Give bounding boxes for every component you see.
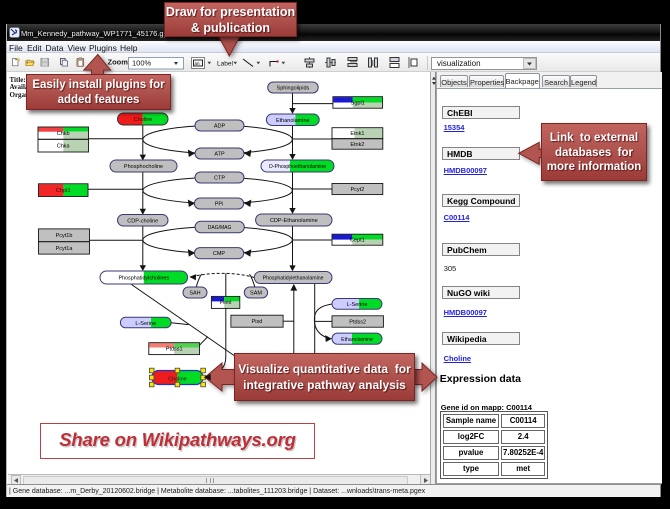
svg-text:Phosphocholine: Phosphocholine (124, 164, 163, 170)
svg-text:Etnk1: Etnk1 (350, 131, 364, 137)
svg-text:Chkb: Chkb (57, 131, 70, 137)
svg-text:visualization: visualization (437, 59, 481, 68)
svg-text:Choline: Choline (134, 117, 153, 123)
svg-text:SAH: SAH (189, 291, 200, 297)
svg-text:Pcyt1b: Pcyt1b (56, 233, 73, 239)
svg-text:SAM: SAM (250, 291, 262, 297)
svg-text:ATP: ATP (214, 152, 225, 158)
svg-text:Phosphatidylcholines: Phosphatidylcholines (118, 276, 169, 282)
svg-text:Ptdss1: Ptdss1 (166, 347, 183, 353)
svg-text:an: an (195, 61, 201, 66)
svg-text:L-Serine: L-Serine (347, 302, 368, 308)
svg-text:100%: 100% (132, 59, 152, 68)
svg-text:L-Serine: L-Serine (135, 321, 156, 327)
svg-text:CDP-Ethanolamine: CDP-Ethanolamine (270, 218, 318, 224)
svg-text:ADP: ADP (214, 124, 226, 130)
svg-text:Choline: Choline (168, 376, 187, 382)
svg-text:Phosphatidylethanolamine: Phosphatidylethanolamine (263, 276, 324, 282)
svg-text:Sphingolipids: Sphingolipids (277, 86, 310, 92)
svg-text:Cept1: Cept1 (350, 238, 365, 244)
svg-text:Sgpl1: Sgpl1 (351, 101, 365, 107)
svg-text:Etnk2: Etnk2 (350, 142, 364, 148)
svg-text:CDP-choline: CDP-choline (127, 218, 158, 224)
svg-text:Chka: Chka (57, 144, 71, 150)
svg-text:Label: Label (217, 61, 233, 68)
svg-text:Ethanolamine: Ethanolamine (341, 337, 373, 343)
svg-text:CMP: CMP (213, 251, 226, 257)
svg-text:Chpt1: Chpt1 (56, 188, 71, 194)
svg-text:Pcyt2: Pcyt2 (351, 187, 365, 193)
svg-text:Zoom:: Zoom: (108, 58, 131, 67)
svg-text:PPi: PPi (215, 202, 224, 208)
svg-text:O-Phosphoethanolamine: O-Phosphoethanolamine (269, 164, 327, 170)
svg-text:Pcyt1a: Pcyt1a (56, 246, 74, 252)
svg-text:DAG/MAG: DAG/MAG (208, 225, 232, 231)
svg-text:Pisd: Pisd (252, 319, 263, 325)
svg-text:CTP: CTP (214, 176, 225, 182)
svg-text:Pemt: Pemt (220, 300, 232, 306)
svg-text:Ethanolamine: Ethanolamine (276, 118, 310, 124)
svg-text:Ptdss2: Ptdss2 (349, 319, 366, 325)
